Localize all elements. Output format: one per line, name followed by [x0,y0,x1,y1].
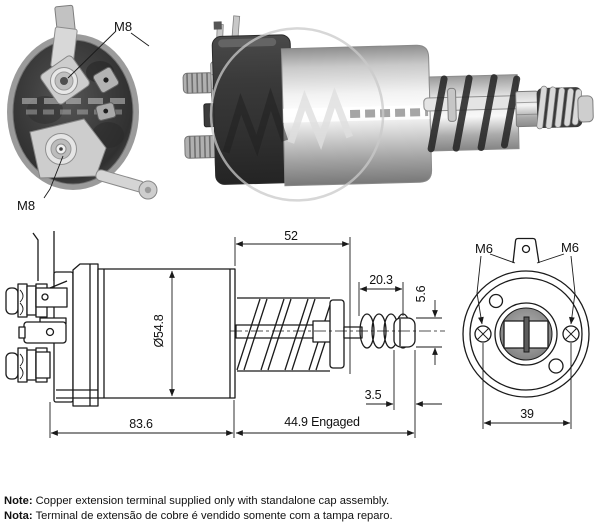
shaft-tip-segment [343,326,363,339]
contact-pad [95,102,117,121]
spring-seat-flange [329,299,345,369]
wire-pin-tip [213,21,222,30]
dim-label-pin-width: 3.5 [365,388,382,402]
note-english-label: Note: [4,495,33,507]
end-ring-circle [469,277,583,391]
contact-slot-right [528,320,549,349]
watermark-text-band [349,108,429,119]
dim-label-housing-diameter: Ø54.8 [152,314,166,347]
leader-m6-left [476,255,484,325]
m6-left-label: M6 [475,241,493,256]
end-outer-circle [462,270,590,398]
leader-line-top-m8-tail [130,32,150,47]
housing-body [97,268,236,399]
dim-label-engaged: 44.9 Engaged [284,415,360,429]
rear-terminal-bottom-label: M8 [17,198,35,213]
terminal-stud-top-drawing [5,280,68,318]
side-elevation-drawing [5,231,445,438]
coil-wire [32,232,39,281]
side-view-photo [182,15,594,202]
dim-label-pin-height: 5.6 [414,285,428,302]
lever-arm [95,169,158,200]
leader-line-top-m8 [67,30,117,79]
tab-hole [521,244,531,254]
end-boss-circle [494,302,558,366]
shaft-cross-pin [447,87,457,122]
m6-terminal-left [474,325,492,343]
rear-terminal-top-label: M8 [114,19,132,34]
terminal-spade-drawing [18,317,67,344]
vent-hole-top [488,293,504,309]
leader-m6-right-tail [536,253,565,264]
note-english-text: Copper extension terminal supplied only … [35,495,390,507]
rear-terminal-top [40,55,90,105]
terminal-stud-bottom-drawing [5,347,51,383]
dim-label-plunger-extended: 52 [284,229,298,243]
shaft-hex-nut [515,90,539,128]
dim-label-drive-spring: 20.3 [369,273,393,287]
vent-hole-bottom [548,358,564,374]
note-portuguese: Nota:Terminal de extensão de cobre é ven… [4,510,393,522]
note-portuguese-text: Terminal de extensão de cobre é vendido … [35,510,393,522]
watermark-circle [209,27,385,202]
end-view-drawing [462,237,590,429]
shaft-end-pin [577,95,594,123]
dim-label-terminal-spacing: 39 [520,407,534,421]
watermark-m-light [287,86,353,150]
dim-label-housing-length: 83.6 [129,417,153,431]
note-portuguese-label: Nota: [4,510,33,522]
m6-right-label: M6 [561,240,579,255]
cap-highlight [218,38,277,48]
return-spring [427,74,521,153]
contact-pad [92,66,120,94]
slot-divider [523,316,530,353]
leader-m6-left-tail [489,253,516,264]
drive-spring [536,85,583,130]
drive-pin-end [393,317,416,348]
mounting-tab [512,237,540,264]
note-english: Note:Copper extension terminal supplied … [4,495,389,507]
mounting-flange [72,263,99,407]
contact-slot-left [503,320,525,349]
m6-terminal-right [562,325,580,343]
watermark-m-dark [222,87,289,157]
leader-line-bottom-m8 [43,155,64,199]
rear-view-photo [7,4,158,200]
rear-terminal-bottom [29,118,107,179]
leader-m6-right [569,255,576,325]
